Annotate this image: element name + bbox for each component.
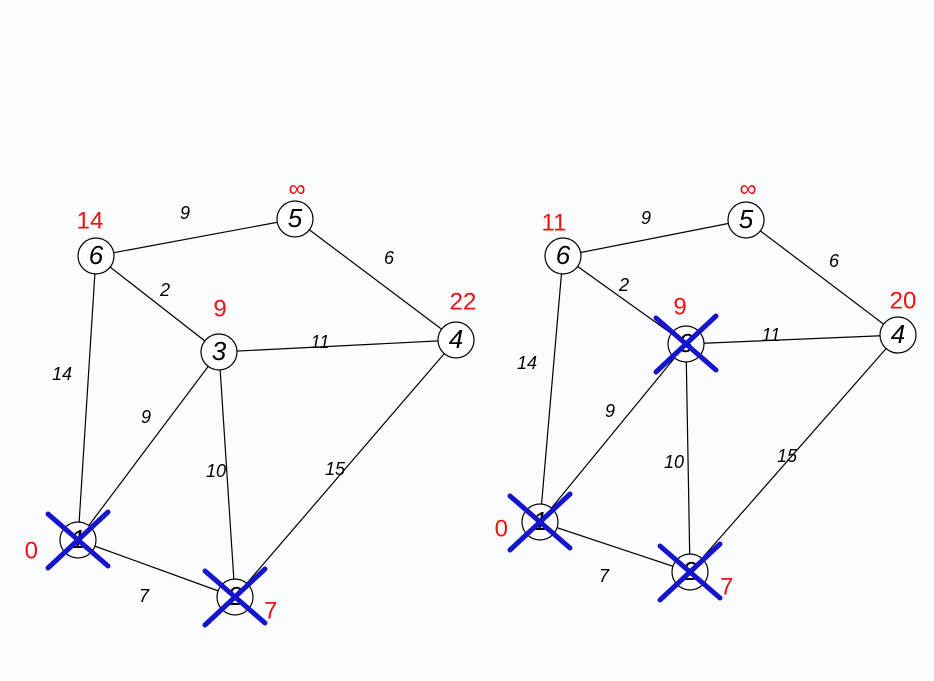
- visited-cross-icon: [45, 509, 111, 571]
- node-3-circle: [200, 333, 238, 371]
- node-3-distance: 9: [673, 293, 686, 320]
- edge-3-4: [218, 339, 457, 353]
- edge-5-6: [562, 219, 747, 257]
- edge-3-6: [95, 255, 220, 353]
- cross-stroke: [202, 566, 268, 628]
- node-6-distance: 11: [542, 209, 567, 236]
- edge-weight-label: 11: [762, 325, 781, 345]
- node-6-circle: [77, 237, 115, 275]
- edge-1-2: [539, 521, 691, 573]
- node-5-circle: [276, 200, 314, 238]
- edge-weight-label: 2: [159, 280, 170, 300]
- edge-weight-label: 6: [829, 251, 840, 271]
- edge-weight-label: 9: [180, 203, 190, 223]
- node-5-label: 5: [739, 204, 754, 234]
- node-4-distance: 20: [890, 287, 917, 314]
- node-5-distance: ∞: [739, 175, 756, 202]
- node-1-distance: 0: [495, 515, 508, 542]
- edge-3-4: [685, 334, 899, 345]
- edge-1-6: [539, 255, 564, 523]
- edge-weight-label: 14: [52, 364, 72, 384]
- edge-weight-label: 14: [517, 353, 537, 373]
- visited-cross-icon: [507, 491, 573, 553]
- graph-1: 79141015112691027394225∞614: [25, 175, 477, 628]
- edge-2-4: [689, 334, 899, 573]
- edge-4-5: [294, 218, 457, 341]
- edge-1-3: [539, 343, 687, 523]
- node-4-distance: 22: [450, 288, 477, 315]
- edge-weight-label: 15: [325, 459, 346, 479]
- node-4-label: 4: [891, 319, 905, 349]
- edge-weight-label: 15: [777, 446, 798, 466]
- node-6-label: 6: [556, 240, 571, 270]
- node-2-distance: 7: [720, 573, 733, 600]
- edge-weight-label: 11: [311, 332, 330, 352]
- node-1-distance: 0: [25, 537, 38, 564]
- visited-cross-icon: [202, 566, 268, 628]
- graph-2: 79141015112691027394205∞611: [495, 175, 917, 603]
- cross-stroke: [45, 509, 111, 571]
- edge-weight-label: 7: [139, 586, 150, 606]
- node-4-circle: [879, 316, 917, 354]
- edge-1-6: [77, 255, 97, 541]
- node-4-label: 4: [449, 324, 463, 354]
- node-6-label: 6: [89, 240, 104, 270]
- edge-weight-label: 10: [206, 461, 226, 481]
- edge-weight-label: 2: [618, 275, 629, 295]
- edge-2-3: [218, 351, 236, 598]
- node-5-label: 5: [288, 203, 303, 233]
- node-3-label: 3: [212, 336, 227, 366]
- visited-cross-icon: [657, 541, 723, 603]
- visited-cross-icon: [653, 313, 719, 375]
- cross-stroke: [653, 313, 719, 375]
- cross-stroke: [507, 491, 573, 553]
- edge-1-2: [77, 539, 236, 598]
- edge-weight-label: 9: [141, 407, 151, 427]
- node-6-distance: 14: [77, 207, 104, 234]
- edge-weight-label: 9: [605, 401, 615, 421]
- edge-2-4: [234, 339, 457, 598]
- node-3-distance: 9: [213, 295, 226, 322]
- node-5-circle: [727, 201, 765, 239]
- edge-1-3: [77, 351, 220, 541]
- cross-stroke: [657, 541, 723, 603]
- edge-weight-label: 6: [384, 248, 395, 268]
- node-4-circle: [437, 321, 475, 359]
- edge-weight-label: 10: [664, 452, 684, 472]
- node-2-distance: 7: [264, 597, 277, 624]
- node-5-distance: ∞: [288, 175, 305, 202]
- edge-weight-label: 7: [599, 566, 610, 586]
- edge-2-3: [685, 343, 691, 573]
- edge-5-6: [95, 218, 296, 257]
- edge-4-5: [745, 219, 899, 336]
- node-6-circle: [544, 237, 582, 275]
- edge-weight-label: 9: [641, 208, 651, 228]
